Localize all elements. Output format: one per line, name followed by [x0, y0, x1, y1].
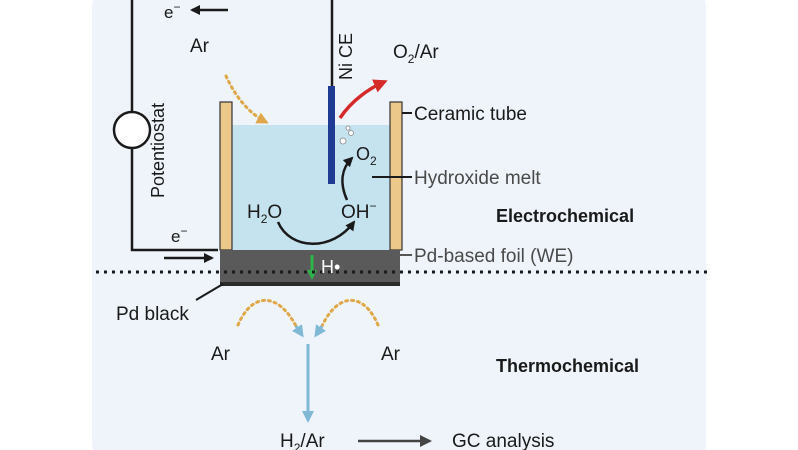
ar-sweep-right-arrow: [320, 298, 380, 328]
wire-top: [330, 0, 334, 88]
h2o-to-oh-arrow: [276, 220, 356, 245]
ar-inlet-label: Ar: [190, 36, 210, 57]
pd-black-label: Pd black: [116, 304, 189, 325]
ar-sweep-left-arrow: [236, 299, 298, 328]
potentiostat-symbol: [112, 110, 152, 150]
gc-analysis-label: GC analysis: [452, 431, 554, 450]
pd-black-leader: [195, 283, 224, 301]
bubble-icon: [339, 137, 347, 145]
thermochemical-label: Thermochemical: [496, 356, 639, 376]
ar-sweep-left-label: Ar: [211, 344, 231, 365]
potentiostat-label: Potentiostat: [148, 103, 168, 198]
potentiostat-circuit: [130, 0, 334, 252]
h-atom-label: H•: [321, 257, 340, 277]
bubble-icon: [348, 130, 354, 136]
oh-to-o2-arrow: [341, 156, 354, 201]
hydroxide-melt-label: Hydroxide melt: [414, 168, 541, 189]
electron-label-bottom: e−: [171, 224, 187, 246]
oh-minus-label: OH−: [341, 199, 377, 223]
ceramic-tube-left-wall: [219, 101, 233, 251]
h2-ar-label: H2/Ar: [280, 431, 325, 450]
ceramic-tube-label: Ceramic tube: [414, 104, 527, 125]
ar-sweep-right-label: Ar: [381, 344, 401, 365]
electron-label-top: e−: [164, 0, 180, 22]
o2-exit-arrow: [338, 79, 388, 119]
wire-left-lower: [130, 148, 218, 252]
ar-inlet-arrow: [224, 74, 269, 124]
ar-sweep-left-head: [292, 324, 304, 338]
pd-based-foil: [220, 250, 400, 282]
ni-counter-electrode: [328, 86, 335, 184]
bubble-icon: [345, 125, 351, 131]
ar-sweep-right-head: [314, 324, 326, 338]
h2o-label: H2O: [247, 202, 282, 226]
ni-ce-label: Ni CE: [336, 33, 356, 80]
hydroxide-melt-region: [232, 125, 390, 250]
pd-foil-label: Pd-based foil (WE): [414, 246, 573, 267]
o2-bubble-label: O2: [356, 144, 377, 168]
o2-ar-top-label: O2/Ar: [393, 42, 439, 66]
electrochemical-label: Electrochemical: [496, 206, 634, 226]
pd-black-layer: [220, 282, 400, 286]
